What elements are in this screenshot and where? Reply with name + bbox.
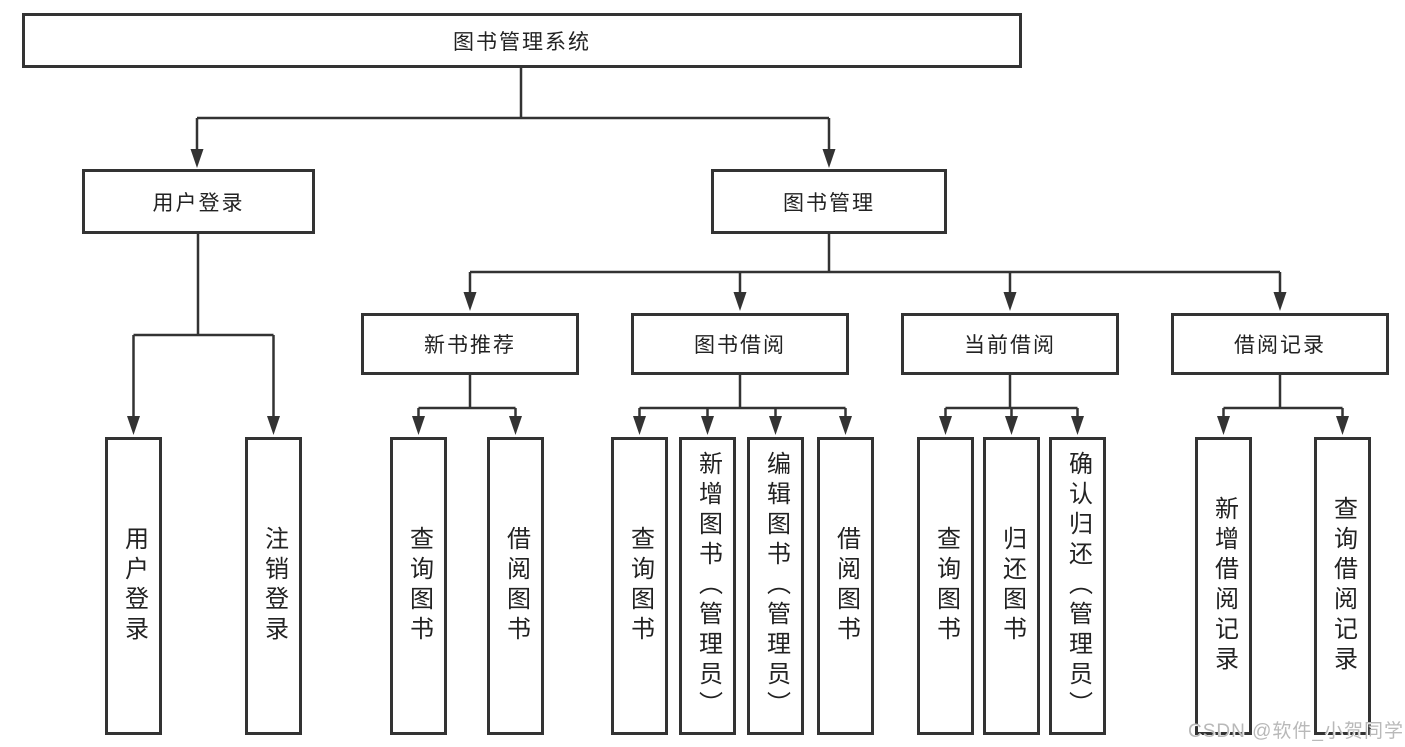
node-borrowing-records: 借阅记录 [1171,313,1389,375]
leaf-add-borrow-record: 新增借阅记录 [1195,437,1252,735]
leaf-logout: 注销登录 [245,437,302,735]
leaf-label: 新增借阅记录 [1210,496,1238,676]
leaf-label: 借阅图书 [502,526,530,646]
node-library-management-system: 图书管理系统 [22,13,1022,68]
leaf-query-books-borrowing: 查询图书 [611,437,668,735]
leaf-label: 借阅图书 [832,526,860,646]
leaf-query-borrow-record: 查询借阅记录 [1314,437,1371,735]
leaf-label: 用户登录 [120,526,148,646]
node-book-management: 图书管理 [711,169,947,234]
node-new-book-recommendation: 新书推荐 [361,313,579,375]
leaf-borrow-books-borrowing: 借阅图书 [817,437,874,735]
leaf-label: 注销登录 [260,526,288,646]
leaf-label: 查询借阅记录 [1329,496,1357,676]
leaf-return-book: 归还图书 [983,437,1040,735]
node-book-borrowing: 图书借阅 [631,313,849,375]
csdn-watermark: CSDN @软件_小贺同学 [1188,721,1404,742]
leaf-label: 查询图书 [932,526,960,646]
leaf-label: 新增图书（管理员） [694,451,722,721]
leaf-add-book-admin: 新增图书（管理员） [679,437,736,735]
node-user-login: 用户登录 [82,169,315,234]
node-label: 用户登录 [152,191,245,215]
leaf-label: 查询图书 [405,526,433,646]
leaf-label: 归还图书 [998,526,1026,646]
leaf-label: 编辑图书（管理员） [762,451,790,721]
node-label: 借阅记录 [1234,334,1326,357]
node-label: 当前借阅 [964,334,1056,357]
leaf-label: 确认归还（管理员） [1064,451,1092,721]
node-label: 新书推荐 [424,334,516,357]
leaf-edit-book-admin: 编辑图书（管理员） [747,437,804,735]
node-label: 图书借阅 [694,334,786,357]
arrowheads [127,149,1349,435]
node-label: 图书管理 [783,191,875,215]
leaf-label: 查询图书 [626,526,654,646]
leaf-confirm-return-admin: 确认归还（管理员） [1049,437,1106,735]
node-label: 图书管理系统 [453,30,591,54]
node-current-borrowing: 当前借阅 [901,313,1119,375]
leaf-borrow-books-recommend: 借阅图书 [487,437,544,735]
leaf-query-books-current: 查询图书 [917,437,974,735]
leaf-user-login: 用户登录 [105,437,162,735]
leaf-query-books-recommend: 查询图书 [390,437,447,735]
